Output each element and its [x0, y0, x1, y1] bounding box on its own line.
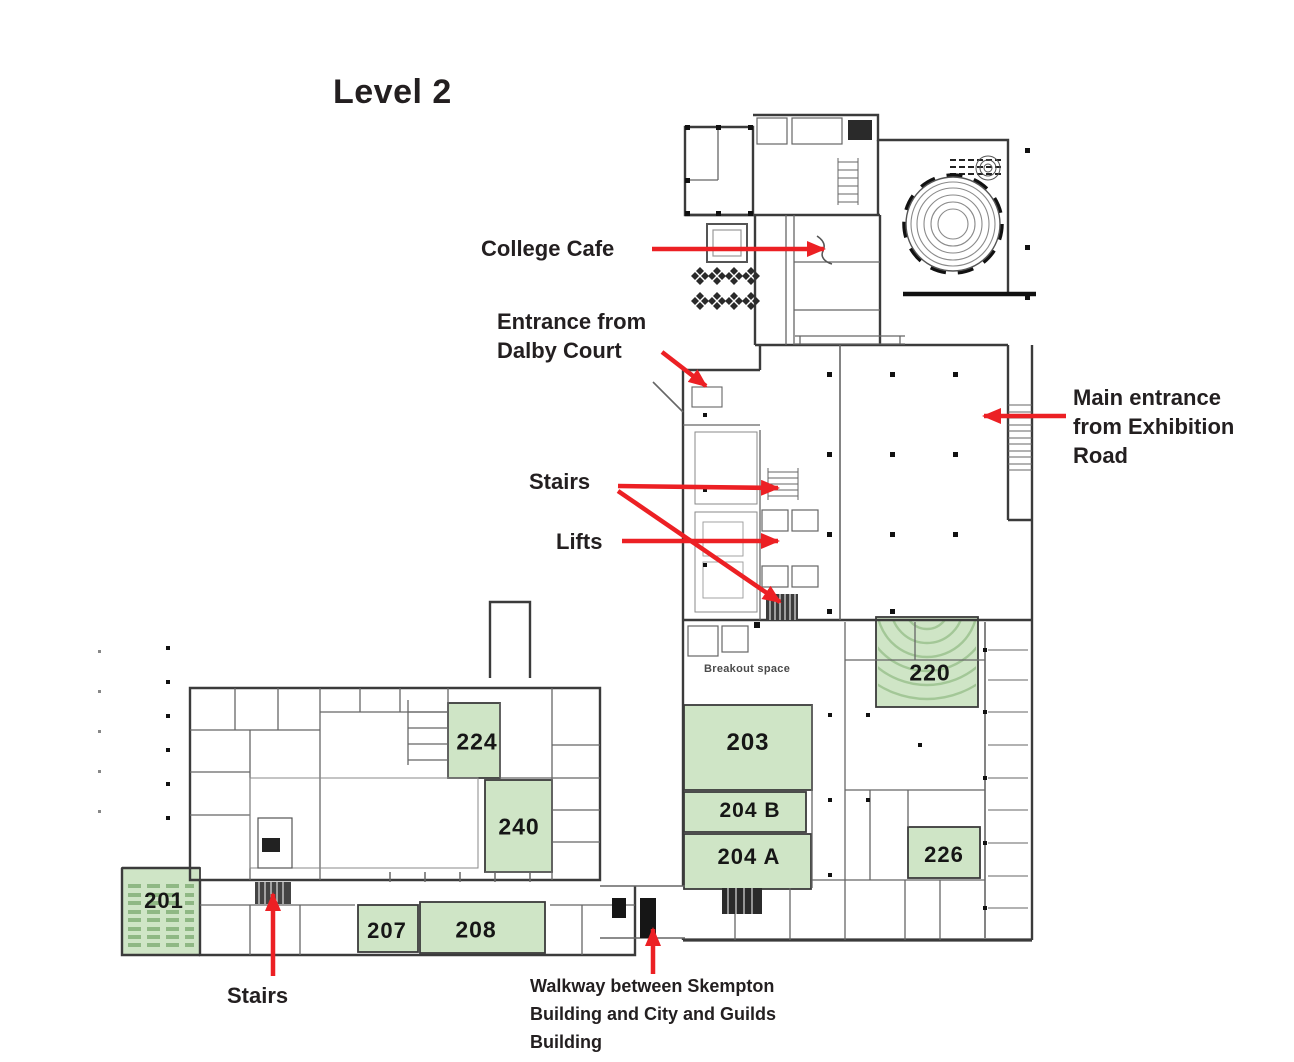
- faint-dots: [98, 650, 101, 813]
- room-label-207: 207: [367, 918, 407, 943]
- dalby-entrance-line2: Dalby Court: [497, 338, 622, 363]
- room-226-area: [907, 826, 981, 879]
- stairs-upper-label: Stairs: [529, 469, 591, 494]
- walkway-label: Walkway between Skempton Building and Ci…: [530, 972, 776, 1056]
- room-220-seat-rows: [878, 619, 976, 701]
- main-entrance-line3: Road: [1073, 443, 1128, 468]
- breakout-space-label: Breakout space: [704, 663, 791, 675]
- room-label-208: 208: [455, 916, 497, 943]
- room-204a-area: [683, 833, 812, 890]
- room-203-area: [683, 704, 813, 791]
- room-204b-area: [683, 791, 807, 833]
- lifts-label: Lifts: [556, 529, 603, 554]
- highlighted-rooms: [121, 616, 981, 956]
- stairs-lower-label: Stairs: [227, 983, 289, 1008]
- column-dots: [166, 125, 1030, 910]
- room-label-204b: 204 B: [719, 799, 781, 822]
- arrow-stairs-mid: [616, 489, 782, 604]
- main-entrance-line2: from Exhibition: [1073, 414, 1235, 439]
- cafe-servery: [706, 223, 833, 265]
- outer-walls: [120, 113, 1034, 957]
- dalby-entrance-label: Entrance from Dalby Court: [497, 307, 646, 365]
- circular-lecture-theatre: [902, 155, 1004, 275]
- room-208-area: [419, 901, 546, 954]
- walkway-line1: Walkway between Skempton: [530, 976, 775, 996]
- room-label-240: 240: [498, 813, 540, 840]
- room-label-201: 201: [144, 888, 184, 913]
- main-entrance-line1: Main entrance: [1073, 385, 1221, 410]
- arrow-stairs-upper: [617, 479, 780, 496]
- room-label-204a: 204 A: [717, 844, 781, 869]
- room-207-area: [357, 904, 419, 953]
- room-label-226: 226: [924, 842, 964, 867]
- walkway-line3: Building: [530, 1032, 602, 1052]
- main-entrance-label: Main entrance from Exhibition Road: [1073, 383, 1234, 470]
- stair-blocks: [255, 159, 1002, 938]
- room-label-220: 220: [909, 659, 951, 686]
- arrow-dalby-entrance: [660, 350, 708, 388]
- room-label-224: 224: [456, 728, 498, 755]
- room-label-203: 203: [726, 729, 770, 756]
- cafe-court-tables: [691, 267, 760, 310]
- red-arrows: [265, 241, 1066, 976]
- dalby-entrance-line1: Entrance from: [497, 309, 647, 334]
- college-cafe-label: College Cafe: [481, 236, 615, 261]
- page-title: Level 2: [333, 73, 452, 111]
- walkway-line2: Building and City and Guilds: [530, 1004, 776, 1024]
